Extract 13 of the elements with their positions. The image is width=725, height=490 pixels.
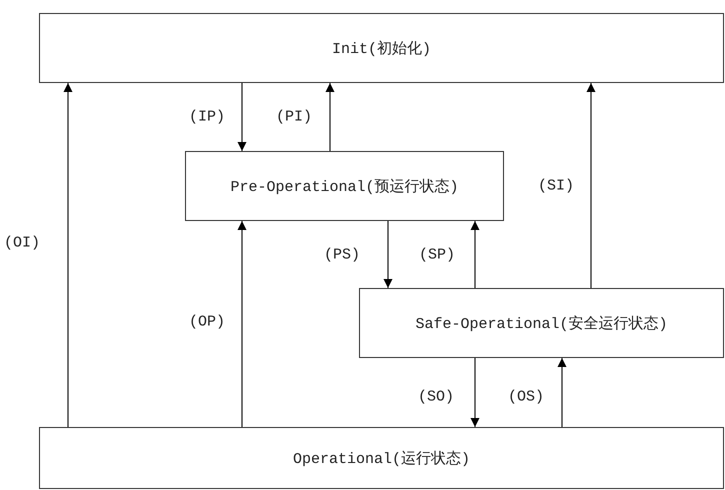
arrow xyxy=(558,358,566,428)
arrow xyxy=(470,358,480,428)
state-box: Safe-Operational(安全运行状态) xyxy=(359,288,724,358)
state-box: Pre-Operational(预运行状态) xyxy=(185,151,504,221)
arrow xyxy=(326,82,334,152)
state-box: Init(初始化) xyxy=(39,13,724,83)
arrow xyxy=(64,82,72,428)
arrow xyxy=(470,220,480,288)
arrow xyxy=(238,220,246,428)
arrow xyxy=(238,82,246,152)
arrow xyxy=(586,82,596,288)
arrow xyxy=(384,220,392,288)
state-box: Operational(运行状态) xyxy=(39,427,724,489)
